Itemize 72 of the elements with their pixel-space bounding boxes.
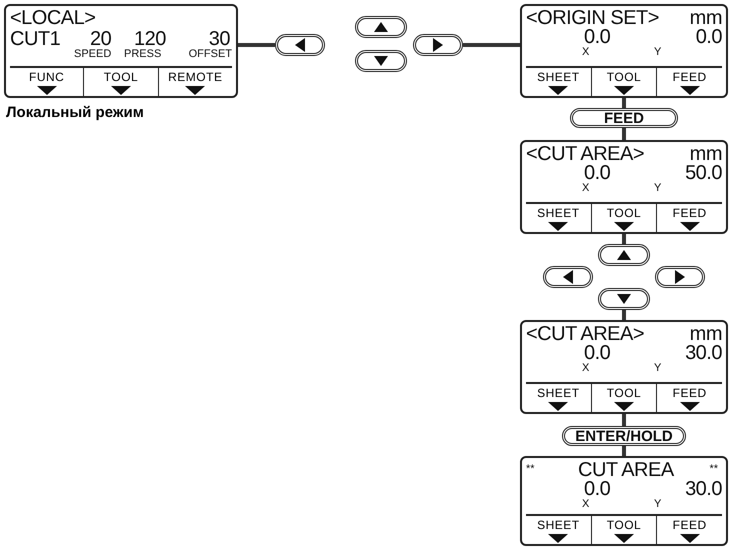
screen-title: <LOCAL> [10,8,96,28]
value-text: 30 [208,29,230,49]
unit-label: mm [690,324,722,344]
connector-line [463,43,520,47]
axis-label: X [582,47,590,58]
softkey-label: SHEET [536,386,581,400]
right-arrow-key [413,34,463,56]
value-text: 0.0 [584,479,610,499]
screen-title: CUT AREA [578,460,674,480]
mode-caption: Локальный режим [6,104,144,121]
axis-label: Y [654,183,662,194]
parameter-label: SPEED [74,49,112,60]
value-text: 30.0 [685,343,722,363]
lcd-screen [4,4,238,98]
value-text: 120 [134,29,166,49]
connector-line [622,446,626,456]
left-arrow-key [275,34,325,56]
value-text: 0.0 [696,27,722,47]
softkey-label: TOOL [606,206,642,220]
down-arrow-key [355,50,407,72]
value-text: 0.0 [584,343,610,363]
softkey-label: SHEET [536,518,581,532]
parameter-label: OFFSET [188,49,232,60]
up-arrow-key [598,244,650,266]
softkey-label: FEED [672,386,708,400]
connector-line [622,128,626,140]
key-button: ENTER/HOLD [562,426,686,446]
softkey-label: TOOL [606,386,642,400]
lcd-screen [520,140,728,234]
value-text: 30.0 [685,479,722,499]
lcd-screen [520,456,728,546]
axis-label: X [582,363,590,374]
lcd-screen [520,4,728,98]
status-mark: ** [709,464,718,475]
value-text: 50.0 [685,163,722,183]
screen-title: <ORIGIN SET> [526,8,659,28]
softkey-label: FUNC [28,70,66,84]
softkey-label: FEED [672,518,708,532]
parameter-label: PRESS [124,49,162,60]
connector-line [622,310,626,320]
axis-label: Y [654,363,662,374]
value-text: 20 [90,29,112,49]
connector-line [622,98,626,108]
connector-line [238,43,275,47]
status-mark: ** [526,464,535,475]
axis-label: X [582,499,590,510]
lcd-screen [520,320,728,414]
down-arrow-key [598,288,650,310]
unit-label: mm [690,8,722,28]
connector-line [622,414,626,426]
softkey-label: TOOL [606,70,642,84]
value-text: 0.0 [584,27,610,47]
right-arrow-key [655,266,705,288]
screen-title: <CUT AREA> [526,324,644,344]
mode-value: CUT1 [10,29,60,49]
key-button: FEED [570,108,678,128]
softkey-label: TOOL [102,70,140,84]
softkey-label: FEED [672,206,708,220]
axis-label: Y [654,499,662,510]
softkey-label: FEED [672,70,708,84]
softkey-label: TOOL [606,518,642,532]
softkey-label: SHEET [536,70,581,84]
left-arrow-key [543,266,593,288]
connector-line [622,234,626,244]
value-text: 0.0 [584,163,610,183]
screen-title: <CUT AREA> [526,144,644,164]
axis-label: X [582,183,590,194]
up-arrow-key [355,16,407,38]
axis-label: Y [654,47,662,58]
softkey-label: REMOTE [167,70,224,84]
softkey-label: SHEET [536,206,581,220]
unit-label: mm [690,144,722,164]
